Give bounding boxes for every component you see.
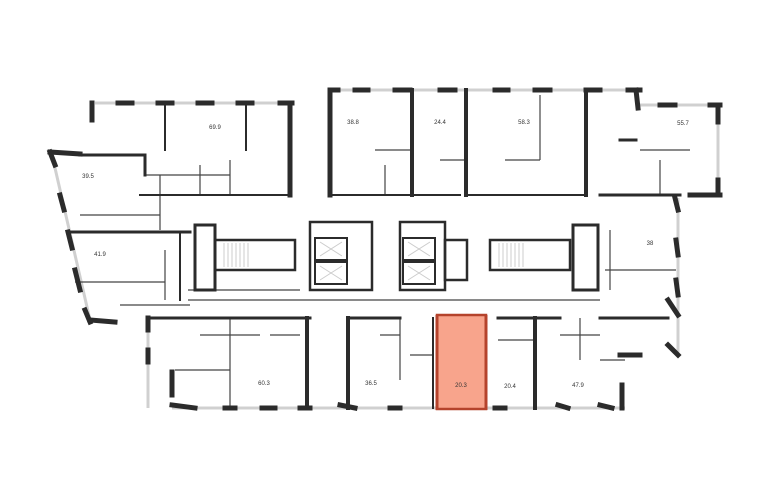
apartments (55, 92, 678, 411)
apartment-47-9[interactable] (537, 318, 625, 408)
apartment-area-label: 36.5 (365, 381, 377, 387)
apartment-area-label: 47.9 (572, 383, 584, 389)
apartment-area-label: 41.9 (94, 252, 106, 258)
wall (64, 228, 76, 252)
elevator (314, 237, 348, 261)
apartment-41-9[interactable] (68, 232, 190, 265)
elevator-cross-icon (407, 265, 431, 281)
elevator (402, 261, 436, 285)
apartment-area-label: 20.3 (455, 383, 467, 389)
wall (673, 277, 681, 298)
wall (664, 341, 682, 359)
elevator-cross-icon (319, 265, 343, 281)
apartment-area-label: 60.3 (258, 381, 270, 387)
apartment-38[interactable] (600, 198, 678, 315)
shaft (571, 223, 600, 292)
wall (46, 148, 59, 169)
elevator (314, 261, 348, 285)
core-wall (308, 220, 374, 292)
apartment-area-label: 24.4 (434, 120, 446, 126)
wall (56, 191, 68, 214)
apartment-area-label: 55.7 (677, 121, 689, 127)
apartment-area-label: 38.8 (347, 120, 359, 126)
wall (596, 401, 616, 412)
apartment-area-label: 38 (647, 241, 654, 247)
elevator-cross-icon (407, 241, 431, 257)
stairwell (488, 238, 572, 272)
building-core (193, 220, 600, 292)
apartment-24-4[interactable] (414, 92, 466, 195)
wall (47, 149, 83, 157)
stairwell (213, 238, 297, 272)
apartment-20-3[interactable] (435, 313, 488, 411)
apartment-area-label: 69.9 (209, 125, 221, 131)
wall (671, 194, 682, 214)
apartment-38-8[interactable] (332, 92, 412, 195)
core-wall (398, 220, 447, 292)
apartment-58-3[interactable] (466, 92, 586, 195)
elevator (402, 237, 436, 261)
wall (337, 402, 358, 411)
wall (87, 317, 118, 325)
apartment-labels: 69.9 39.5 41.9 38.8 24.4 58.3 55.7 38 60.3 36.5 20… (82, 120, 689, 390)
apartment-39-5[interactable] (55, 155, 145, 195)
apartment-36-5[interactable] (348, 318, 433, 408)
wall (673, 237, 681, 258)
wall (71, 266, 84, 294)
apartment-area-label: 39.5 (82, 174, 94, 180)
interior-partitions (75, 95, 690, 408)
apartment-69-9[interactable] (165, 105, 290, 195)
apartment-area-label: 20.4 (504, 384, 516, 390)
apartment-20-4[interactable] (488, 318, 535, 408)
shaft (193, 223, 217, 292)
core-wall (443, 238, 469, 282)
wall (664, 296, 682, 319)
walls (46, 87, 723, 412)
wall (169, 402, 198, 411)
elevator-cross-icon (319, 241, 343, 257)
wall (633, 87, 641, 111)
apartment-area-label: 58.3 (518, 120, 530, 126)
wall (554, 401, 572, 412)
